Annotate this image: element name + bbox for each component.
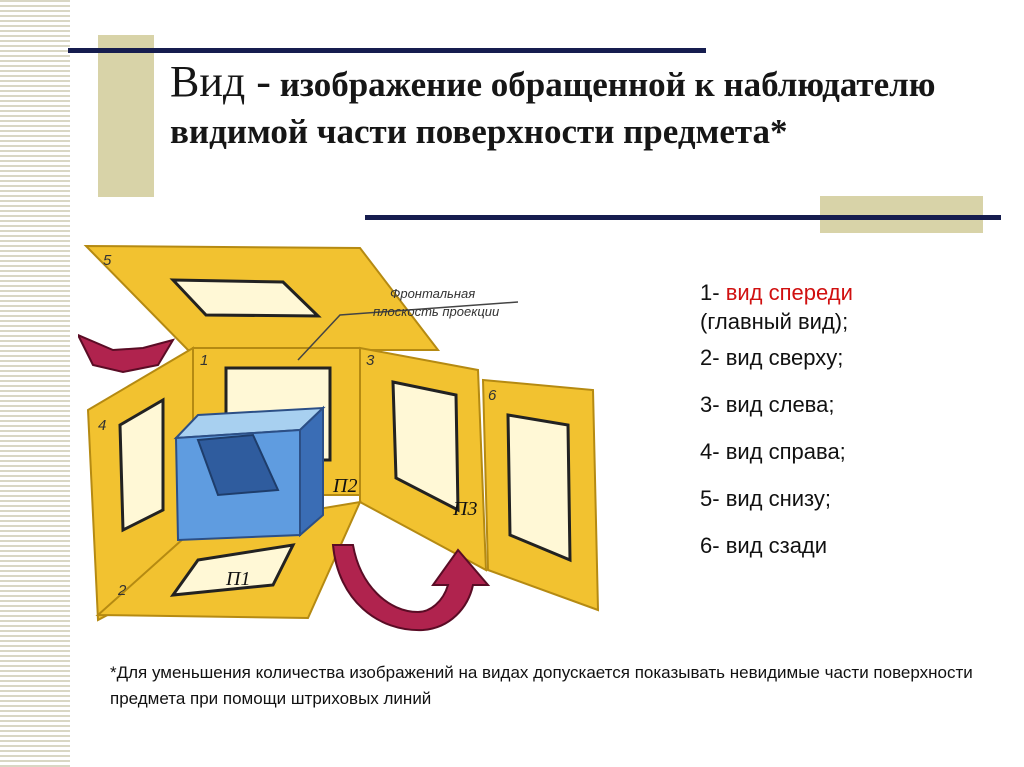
arrow-top-icon	[78, 333, 176, 374]
panel-number-5: 5	[103, 252, 112, 269]
view-prefix: 6-	[700, 533, 726, 558]
striped-margin	[0, 0, 70, 767]
title-rule-bottom	[365, 215, 1001, 220]
view-text: вид снизу;	[725, 486, 832, 511]
panel-number-4: 4	[98, 417, 106, 434]
view-text: вид сверху;	[725, 345, 844, 370]
deco-block-top	[98, 35, 154, 197]
plane-label-p2: П2	[332, 475, 357, 497]
view-prefix: 3-	[700, 392, 726, 417]
panel-6-view	[506, 413, 572, 563]
deco-block-bottom	[820, 196, 983, 233]
view-prefix: 2-	[700, 345, 726, 370]
slide-title: Вид - изображение обращенной к наблюдате…	[170, 58, 990, 155]
part-side-face	[299, 405, 324, 538]
view-text: вид спереди	[725, 280, 853, 305]
footnote: *Для уменьшения количества изображений н…	[110, 663, 973, 708]
panel-number-6: 6	[488, 387, 497, 404]
view-text: вид справа;	[725, 439, 846, 464]
projection-figure: Фронтальная плоскость проекции 1 2 3 4 5…	[78, 240, 608, 640]
views-list: 1- вид спереди (главный вид); 2- вид све…	[700, 278, 1000, 578]
arrow-bottom-icon	[331, 544, 491, 632]
panel-5-view	[169, 278, 322, 318]
callout-line-2: плоскость проекции	[373, 304, 499, 319]
view-prefix: 1-	[700, 280, 726, 305]
plane-label-p3: П3	[452, 498, 477, 520]
plane-label-p1: П1	[225, 568, 250, 590]
title-definition: изображение обращенной к наблюдателю вид…	[170, 65, 936, 151]
view-extra: (главный вид);	[700, 309, 849, 334]
title-rule-top	[68, 48, 706, 53]
panel-3-view	[391, 380, 460, 513]
views-list-item: 6- вид сзади	[700, 531, 1000, 578]
views-list-item: 5- вид снизу;	[700, 484, 1000, 531]
view-prefix: 5-	[700, 486, 726, 511]
projection-drawing: Фронтальная плоскость проекции 1 2 3 4 5…	[83, 244, 600, 622]
view-text: вид слева;	[725, 392, 835, 417]
views-list-item: 2- вид сверху;	[700, 343, 1000, 390]
panel-number-3: 3	[366, 352, 375, 369]
rotation-arrows	[78, 333, 491, 632]
panel-2-view	[169, 543, 296, 597]
panel-number-2: 2	[117, 582, 127, 599]
panel-4-view	[118, 397, 165, 533]
callout-line	[297, 301, 519, 361]
views-list-item: 4- вид справа;	[700, 437, 1000, 484]
panel-number-1: 1	[200, 352, 208, 369]
views-list-item: 1- вид спереди (главный вид);	[700, 278, 1000, 334]
title-term: Вид -	[170, 57, 271, 106]
view-prefix: 4-	[700, 439, 726, 464]
part-cutout	[196, 433, 280, 497]
view-text: вид сзади	[725, 533, 828, 558]
callout-line-1: Фронтальная	[390, 286, 475, 301]
views-list-item: 3- вид слева;	[700, 390, 1000, 437]
